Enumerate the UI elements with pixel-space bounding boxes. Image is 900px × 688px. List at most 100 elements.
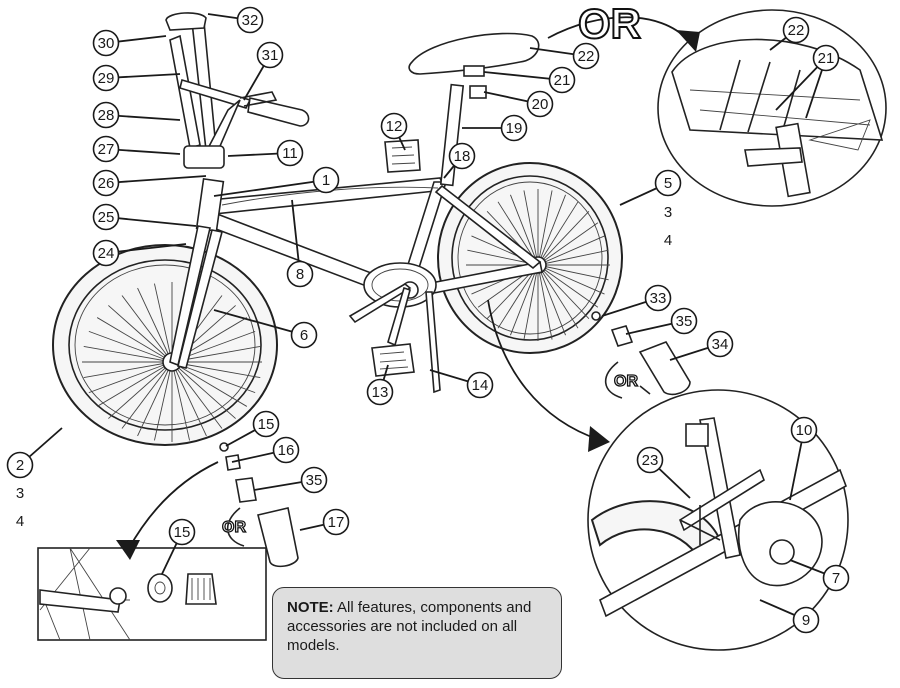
spoke xyxy=(171,361,207,437)
callout-number: 35 xyxy=(676,313,693,330)
spoke xyxy=(171,361,236,419)
callout-number: 31 xyxy=(262,47,279,64)
callout-25: 25 xyxy=(92,203,120,231)
arrow-to-brake-inset xyxy=(487,299,610,452)
spoke xyxy=(537,264,579,329)
callout-11: 11 xyxy=(276,139,304,167)
callout-number: 2 xyxy=(16,457,24,474)
spoke xyxy=(537,201,579,266)
callout-1: 1 xyxy=(312,166,340,194)
callout-21: 21 xyxy=(548,66,576,94)
spoke xyxy=(171,361,223,429)
spoke xyxy=(108,361,173,419)
callout-14: 14 xyxy=(466,371,494,399)
spoke xyxy=(121,361,173,429)
callout-number: 32 xyxy=(242,12,259,29)
spoke xyxy=(88,361,173,394)
callout-plain-4: 4 xyxy=(6,507,34,535)
spoke xyxy=(537,264,599,308)
leader-line xyxy=(105,175,207,184)
callout-number: 15 xyxy=(258,416,275,433)
callout-15: 15 xyxy=(252,410,280,438)
spoke xyxy=(154,361,173,441)
callout-7: 7 xyxy=(822,564,850,592)
callout-number: 1 xyxy=(322,172,330,189)
spoke xyxy=(171,361,248,407)
spoke xyxy=(171,361,190,441)
callout-number: 24 xyxy=(98,245,115,262)
callout-27: 27 xyxy=(92,135,120,163)
front-wheel xyxy=(52,244,278,446)
spoke xyxy=(497,264,539,329)
callout-number: 8 xyxy=(296,266,304,283)
callout-number: 4 xyxy=(664,232,672,249)
spoke xyxy=(510,194,539,266)
callout-number: 7 xyxy=(832,570,840,587)
handlebar-assembly xyxy=(165,12,310,169)
callout-number: 11 xyxy=(282,145,298,162)
callout-30: 30 xyxy=(92,29,120,57)
callout-16: 16 xyxy=(272,436,300,464)
spoke xyxy=(537,264,566,336)
or-arrow-rear-pegs: OR xyxy=(604,361,651,399)
callout-number: 34 xyxy=(712,336,729,353)
callout-number: 3 xyxy=(664,204,672,221)
callout-number: 14 xyxy=(472,377,489,394)
callout-number: 20 xyxy=(532,96,549,113)
leader-line xyxy=(213,179,327,197)
spoke xyxy=(523,264,539,340)
callout-number: 19 xyxy=(506,120,523,137)
callout-32: 32 xyxy=(236,6,264,34)
callout-17: 17 xyxy=(322,508,350,536)
spoke xyxy=(108,305,173,363)
callout-5: 5 xyxy=(654,169,682,197)
kickstand xyxy=(425,291,441,394)
callout-number: 23 xyxy=(642,452,659,469)
spoke xyxy=(537,264,609,281)
leader-line xyxy=(213,309,305,336)
callout-29: 29 xyxy=(92,64,120,92)
callout-15: 15 xyxy=(168,518,196,546)
callout-number: 17 xyxy=(328,514,345,531)
callout-number: 25 xyxy=(98,209,115,226)
callout-13: 13 xyxy=(366,378,394,406)
seat-assembly xyxy=(408,32,540,187)
callout-18: 18 xyxy=(448,142,476,170)
or-label-seat: OR xyxy=(578,0,641,47)
callout-number: 21 xyxy=(554,72,571,89)
callout-8: 8 xyxy=(286,260,314,288)
callout-2: 2 xyxy=(6,451,34,479)
callout-number: 13 xyxy=(372,384,389,401)
callout-number: 10 xyxy=(796,422,813,439)
callout-10: 10 xyxy=(790,416,818,444)
callout-number: 15 xyxy=(174,524,191,541)
callout-number: 30 xyxy=(98,35,115,52)
callout-number: 9 xyxy=(802,612,810,629)
callout-24: 24 xyxy=(92,239,120,267)
callout-28: 28 xyxy=(92,101,120,129)
callout-6: 6 xyxy=(290,321,318,349)
callout-9: 9 xyxy=(792,606,820,634)
leader-line xyxy=(105,243,187,254)
note-box: NOTE: All features, components and acces… xyxy=(272,587,562,679)
callout-22: 22 xyxy=(572,42,600,70)
callout-number: 33 xyxy=(650,290,667,307)
callout-12: 12 xyxy=(380,112,408,140)
callout-number: 26 xyxy=(98,175,115,192)
note-text: All features, components and accessories… xyxy=(287,599,532,654)
spoke xyxy=(83,361,173,379)
spoke xyxy=(137,361,173,437)
callout-34: 34 xyxy=(706,330,734,358)
callout-number: 12 xyxy=(386,118,403,135)
spoke xyxy=(96,361,173,407)
callout-number: 27 xyxy=(98,141,115,158)
callout-number: 18 xyxy=(454,148,471,165)
callout-number: 16 xyxy=(278,442,295,459)
spoke xyxy=(537,222,599,266)
spoke xyxy=(88,330,173,363)
spoke xyxy=(523,190,539,266)
callout-26: 26 xyxy=(92,169,120,197)
callout-35: 35 xyxy=(670,307,698,335)
spoke xyxy=(137,287,173,363)
callout-20: 20 xyxy=(526,90,554,118)
